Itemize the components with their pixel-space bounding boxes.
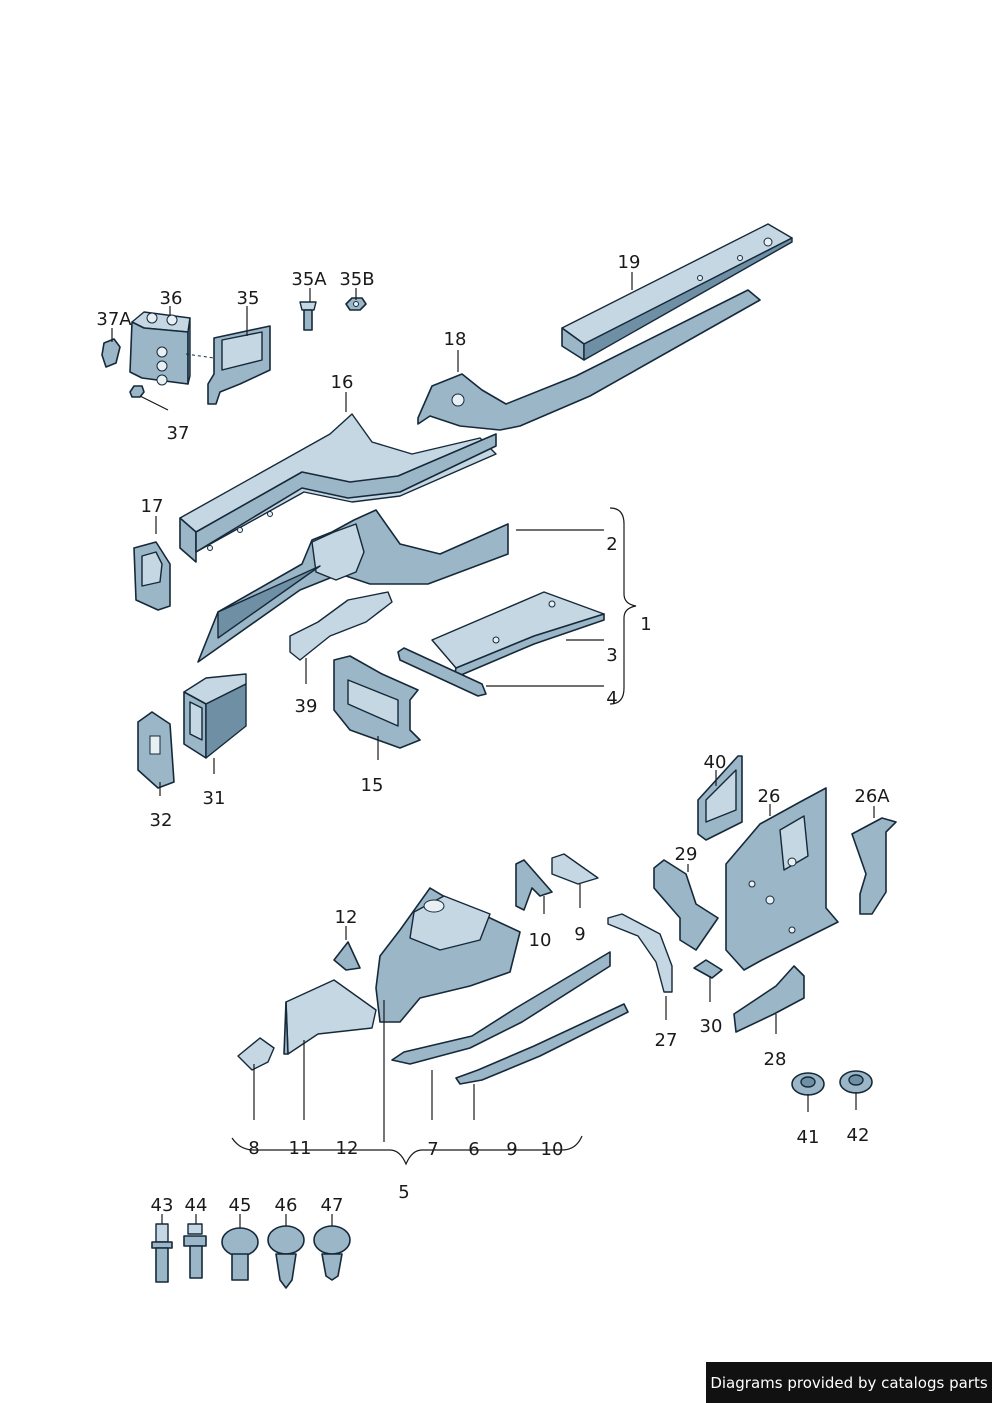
label-10-upper: 10: [529, 930, 552, 951]
part-40-bracket: [697, 755, 743, 841]
part-35-bracket: [185, 325, 271, 405]
label-44: 44: [185, 1195, 208, 1216]
part-42-grommet: [839, 1070, 873, 1094]
part-12-wheelhouse: [375, 887, 521, 1023]
part-7-crossmember: [391, 951, 611, 1065]
part-32-plate: [137, 711, 175, 789]
label-39: 39: [295, 696, 318, 717]
part-2-longitudinal: [197, 509, 509, 663]
label-12-upper: 12: [335, 907, 358, 928]
label-40: 40: [704, 752, 727, 773]
part-19-sill: [561, 223, 793, 361]
label-16: 16: [331, 372, 354, 393]
part-9-bracket-upper: [551, 853, 599, 885]
label-30: 30: [700, 1016, 723, 1037]
label-35A: 35A: [291, 269, 327, 290]
label-9-lower: 9: [506, 1139, 517, 1160]
label-36: 36: [160, 288, 183, 309]
label-12-lower: 12: [336, 1138, 359, 1159]
part-47-screw: [313, 1225, 351, 1281]
part-37-nut: [129, 385, 145, 398]
part-18-rail: [417, 289, 761, 431]
label-37A: 37A: [96, 309, 132, 330]
part-3-floor-pan: [431, 591, 605, 679]
label-5: 5: [398, 1182, 409, 1203]
label-17: 17: [141, 496, 164, 517]
label-6: 6: [468, 1139, 479, 1160]
label-35B: 35B: [339, 269, 374, 290]
label-46: 46: [275, 1195, 298, 1216]
part-44-bolt: [183, 1223, 207, 1279]
leader-lines: [111, 272, 875, 1228]
brace-group-5: [231, 1135, 583, 1166]
part-17-plate: [133, 541, 171, 611]
part-26-pillar: [725, 787, 839, 971]
label-1: 1: [640, 614, 651, 635]
label-11: 11: [289, 1138, 312, 1159]
label-10-lower: 10: [541, 1139, 564, 1160]
part-43-stud: [151, 1223, 173, 1283]
label-4: 4: [606, 688, 617, 709]
part-30-plate: [693, 959, 723, 979]
attribution-text: Diagrams provided by catalogs parts: [710, 1373, 988, 1392]
part-29-bracket: [653, 859, 719, 951]
part-12-clip: [333, 941, 361, 971]
label-27: 27: [655, 1030, 678, 1051]
label-37: 37: [167, 423, 190, 444]
part-11-panel: [283, 979, 377, 1055]
part-26A-bracket: [851, 817, 897, 915]
label-8: 8: [248, 1138, 259, 1159]
part-39-panel: [289, 591, 393, 661]
label-31: 31: [203, 788, 226, 809]
callout-labels: 35A 35B 19 36 35 37A 18 16 37 17 2 1 3 4…: [96, 252, 890, 1216]
label-42: 42: [847, 1125, 870, 1146]
part-45-screw: [221, 1227, 259, 1281]
part-37A-clip: [101, 338, 121, 368]
label-18: 18: [444, 329, 467, 350]
label-41: 41: [797, 1127, 820, 1148]
part-10-bracket-upper: [515, 859, 553, 911]
label-45: 45: [229, 1195, 252, 1216]
label-3: 3: [606, 645, 617, 666]
part-41-grommet: [791, 1072, 825, 1096]
part-4-rail: [397, 647, 487, 697]
part-28-bracket: [733, 965, 805, 1033]
label-35: 35: [237, 288, 260, 309]
label-29: 29: [675, 844, 698, 865]
part-6-crossmember: [455, 1003, 629, 1085]
label-26: 26: [758, 786, 781, 807]
label-28: 28: [764, 1049, 787, 1070]
label-2: 2: [606, 534, 617, 555]
brace-group-1: [609, 507, 637, 705]
part-8-bracket: [237, 1037, 275, 1071]
label-15: 15: [361, 775, 384, 796]
label-43: 43: [151, 1195, 174, 1216]
part-15-bracket: [333, 655, 421, 749]
part-35B-nut: [345, 297, 367, 311]
part-46-screw: [267, 1225, 305, 1289]
part-36-block: [129, 311, 191, 386]
label-47: 47: [321, 1195, 344, 1216]
part-31-box: [183, 673, 247, 759]
part-16-longitudinal: [179, 413, 497, 563]
attribution-banner: Diagrams provided by catalogs parts: [706, 1362, 992, 1403]
label-9-upper: 9: [574, 924, 585, 945]
label-7: 7: [427, 1139, 438, 1160]
label-19: 19: [618, 252, 641, 273]
label-26A: 26A: [854, 786, 890, 807]
label-32: 32: [150, 810, 173, 831]
part-35A-bolt: [299, 301, 317, 331]
part-27-arch: [607, 913, 673, 993]
